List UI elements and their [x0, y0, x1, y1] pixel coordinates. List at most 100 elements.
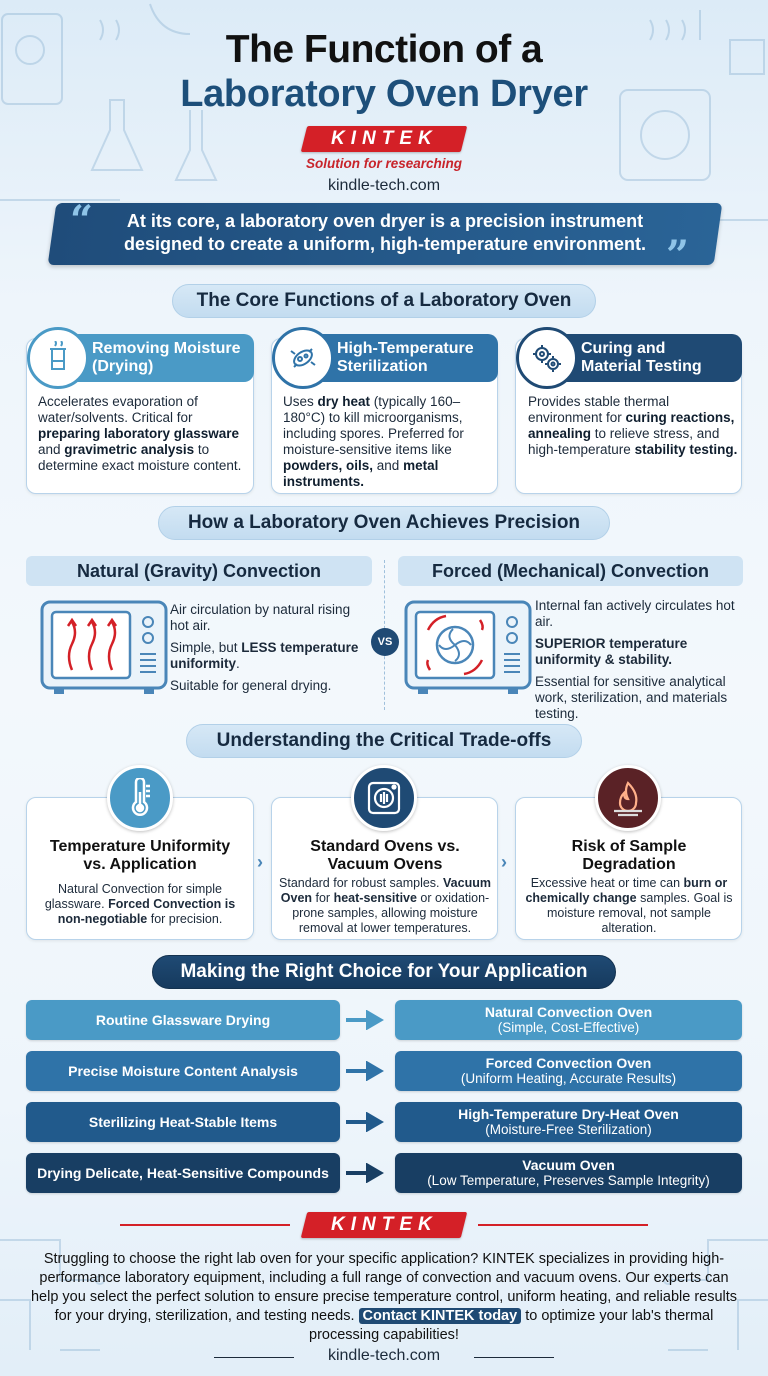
bold-text: metal instruments.	[283, 458, 439, 489]
page-title-line2: Laboratory Oven Dryer	[180, 73, 588, 115]
tradeoff-desc: Excessive heat or time can burn or chemi…	[523, 876, 735, 936]
solution-name: High-Temperature Dry-Heat Oven	[458, 1106, 679, 1122]
open-quote-icon: “	[70, 197, 94, 244]
text-run: Accelerates evaporation of water/solvent…	[38, 394, 198, 425]
tradeoff-title-line1: Temperature Uniformity	[49, 838, 231, 855]
footer-body-text: Struggling to choose the right lab oven …	[30, 1251, 738, 1324]
bold-text: curing reactions,	[625, 410, 735, 425]
solution-detail: (Moisture-Free Sterilization)	[485, 1122, 652, 1137]
page-title-line1: The Function of a	[225, 28, 543, 71]
section-heading-choice: Making the Right Choice for Your Applica…	[152, 955, 616, 989]
footer-divider-right	[478, 1224, 648, 1226]
text-run: or oxidation-prone samples, allowing moi…	[292, 891, 490, 935]
tradeoff-desc: Natural Convection for simple glassware.…	[34, 882, 246, 927]
circuit-lineart-decoration	[0, 1239, 768, 1351]
text-run: for precision.	[147, 912, 223, 926]
choice-need: Precise Moisture Content Analysis	[26, 1051, 340, 1091]
text-run: and	[38, 442, 65, 457]
microbe-icon	[272, 327, 334, 389]
text-run: Standard for robust samples.	[279, 876, 444, 890]
solution-name: Forced Convection Oven	[485, 1055, 652, 1071]
thermometer-icon	[107, 765, 173, 831]
natural-p3: Suitable for general drying.	[170, 678, 332, 693]
arrow-right-icon	[346, 1010, 384, 1030]
forced-convection-desc: Internal fan actively circulates hot air…	[535, 598, 740, 728]
website-footer[interactable]: kindle-tech.com	[327, 1347, 441, 1364]
text-run: and	[373, 458, 404, 473]
forced-convection-title: Forced (Mechanical) Convection	[398, 556, 743, 586]
tradeoff-title-line1: Standard Ovens vs.	[310, 838, 460, 855]
forced-p1: Internal fan actively circulates hot air…	[535, 598, 735, 629]
natural-convection-desc: Air circulation by natural rising hot ai…	[170, 602, 370, 700]
tradeoff-desc: Standard for robust samples. Vacuum Oven…	[277, 876, 493, 936]
gears-icon	[516, 327, 578, 389]
bold-text: Forced Convection is non-negotiable	[57, 897, 236, 926]
contact-kintek-link[interactable]: Contact KINTEK today	[358, 1308, 522, 1324]
quote-text: At its core, a laboratory oven dryer is …	[123, 211, 647, 254]
natural-convection-title: Natural (Gravity) Convection	[26, 556, 372, 586]
text-run: to relieve stress, and high-temperature	[528, 426, 720, 457]
choice-solution: Natural Convection Oven(Simple, Cost-Eff…	[395, 1000, 742, 1040]
card-title-line2: Sterilization	[337, 358, 428, 375]
forced-p3: Essential for sensitive analytical work,…	[535, 674, 728, 721]
kintek-logo: KINTEK	[300, 126, 468, 152]
bold-text: gravimetric analysis	[64, 442, 195, 457]
text-run: .	[236, 656, 240, 671]
lab-lineart-decoration	[0, 3, 768, 221]
text-run: Natural Convection for simple glassware.	[44, 882, 222, 911]
footer-divider-left	[120, 1224, 290, 1226]
text-run: to determine exact moisture content.	[38, 442, 242, 473]
solution-name: Natural Convection Oven	[484, 1004, 653, 1020]
natural-p2: Simple, but LESS temperature uniformity.	[170, 640, 370, 672]
arrow-right-icon	[346, 1112, 384, 1132]
function-card-title: Removing Moisture(Drying)	[58, 334, 254, 382]
bold-text: SUPERIOR temperature uniformity & stabil…	[535, 636, 688, 667]
card-title-line2: Material Testing	[581, 358, 702, 375]
kintek-logo-footer: KINTEK	[300, 1212, 468, 1238]
text-run: samples. Goal is moisture removal, not s…	[547, 891, 733, 935]
logo-text: KINTEK	[330, 1214, 438, 1235]
arrow-right-icon	[346, 1061, 384, 1081]
vacuum-oven-icon	[351, 765, 417, 831]
website-header: kindle-tech.com	[327, 177, 441, 194]
chevron-right-icon: ›	[257, 852, 263, 872]
forced-p2: SUPERIOR temperature uniformity & stabil…	[535, 636, 740, 668]
section-heading-core-functions: The Core Functions of a Laboratory Oven	[172, 284, 596, 318]
text-run: Uses	[283, 394, 318, 409]
logo-text: KINTEK	[330, 128, 438, 149]
footer-rule-right	[474, 1357, 554, 1358]
forced-convection-oven-icon	[404, 600, 532, 694]
footer-rule-left	[214, 1357, 294, 1358]
bold-text: stability testing.	[634, 442, 738, 457]
solution-detail: (Low Temperature, Preserves Sample Integ…	[427, 1173, 710, 1188]
tradeoff-title-line2: vs. Application	[83, 856, 197, 873]
text-run: Simple, but	[170, 640, 242, 655]
function-card-desc: Uses dry heat (typically 160–180°C) to k…	[283, 394, 493, 490]
chevron-right-icon: ›	[501, 852, 507, 872]
tradeoff-title: Standard Ovens vs.Vacuum Ovens	[275, 838, 495, 874]
text-run: for	[312, 891, 334, 905]
solution-name: Vacuum Oven	[522, 1157, 615, 1173]
card-title-line1: Removing Moisture	[92, 340, 241, 357]
bold-text: heat-sensitive	[333, 891, 417, 905]
natural-p1: Air circulation by natural rising hot ai…	[170, 602, 351, 633]
section-heading-tradeoffs: Understanding the Critical Trade-offs	[186, 724, 582, 758]
card-title-line2: (Drying)	[92, 358, 154, 375]
text-run: (typically 160–180°C) to kill microorgan…	[283, 394, 464, 457]
section-heading-precision: How a Laboratory Oven Achieves Precision	[158, 506, 610, 540]
choice-solution: Forced Convection Oven(Uniform Heating, …	[395, 1051, 742, 1091]
choice-solution: High-Temperature Dry-Heat Oven(Moisture-…	[395, 1102, 742, 1142]
close-quote-icon: ”	[666, 232, 690, 279]
bold-text: Vacuum Oven	[280, 876, 491, 905]
function-card-desc: Provides stable thermal environment for …	[528, 394, 740, 458]
choice-solution: Vacuum Oven(Low Temperature, Preserves S…	[395, 1153, 742, 1193]
footer-cta-tail: to optimize your lab's thermal processin…	[309, 1308, 714, 1343]
natural-convection-oven-icon	[40, 600, 168, 694]
tradeoff-title-line2: Vacuum Ovens	[327, 856, 443, 873]
text-run: Excessive heat or time can	[530, 876, 684, 890]
choice-need: Drying Delicate, Heat-Sensitive Compound…	[26, 1153, 340, 1193]
